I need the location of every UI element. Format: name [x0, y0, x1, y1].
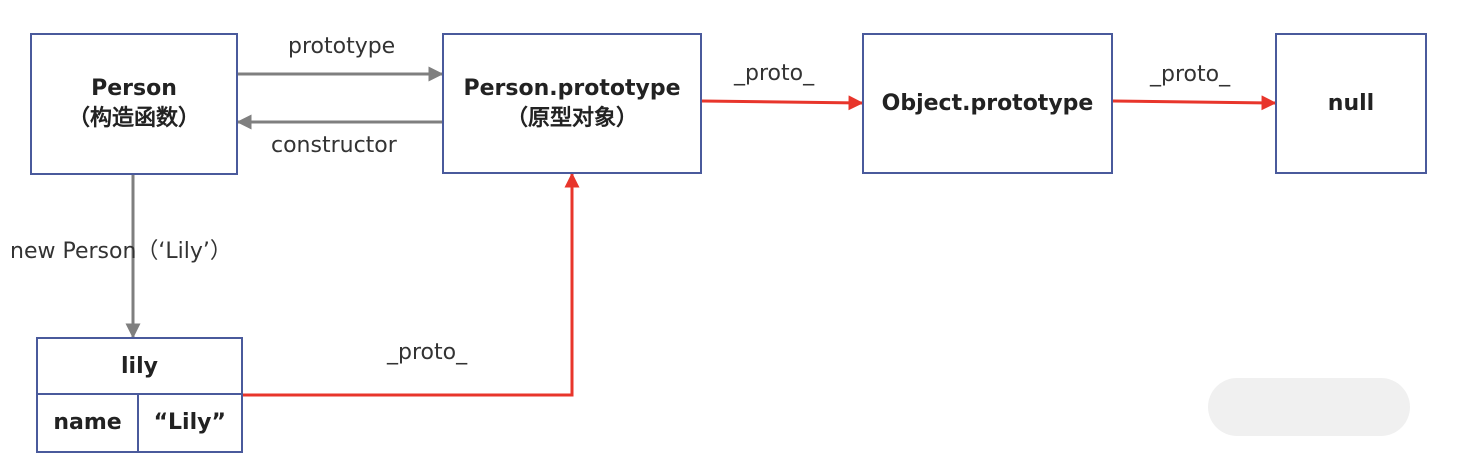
object-prototype-proto-label: _proto_: [1150, 62, 1231, 87]
lily-node-header: lily: [36, 337, 243, 395]
person-prototype-proto-label: _proto_: [734, 61, 815, 86]
object-prototype-node: Object.prototype: [862, 33, 1113, 174]
lily-proto-arrow: [243, 172, 580, 397]
lily-field-name-cell: name: [36, 392, 139, 453]
new-person-label: new Person（‘Lily’）: [10, 239, 232, 264]
constructor-label: constructor: [271, 133, 397, 158]
person-node: Person （构造函数）: [30, 33, 238, 175]
lily-field-value: “Lily”: [153, 410, 226, 435]
lily-node-title: lily: [121, 353, 158, 379]
lily-proto-label: _proto_: [387, 340, 468, 365]
person-node-title: Person: [91, 76, 177, 101]
person-prototype-node-subtitle: （原型对象）: [505, 105, 638, 131]
person-prototype-node: Person.prototype （原型对象）: [442, 33, 702, 174]
watermark-blur: [1208, 378, 1410, 436]
person-node-subtitle: （构造函数）: [67, 106, 200, 131]
null-node: null: [1275, 33, 1427, 174]
object-prototype-node-title: Object.prototype: [881, 90, 1094, 116]
prototype-label: prototype: [288, 34, 396, 59]
person-prototype-node-title: Person.prototype: [463, 75, 681, 101]
object-prototype-proto-arrow: [1112, 95, 1277, 111]
lily-field-value-cell: “Lily”: [136, 392, 243, 453]
person-prototype-proto-arrow: [701, 95, 864, 111]
lily-field-name: name: [53, 410, 122, 435]
null-node-title: null: [1327, 90, 1375, 116]
